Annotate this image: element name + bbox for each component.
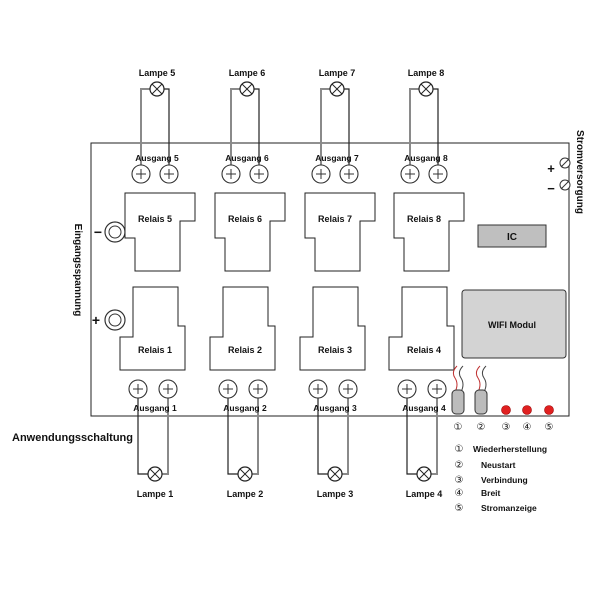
- led-5: [544, 405, 554, 415]
- lamp-label-5: Lampe 5: [139, 68, 176, 78]
- output-label-7: Ausgang 7: [315, 153, 359, 163]
- legend-text-2: Neustart: [481, 460, 516, 470]
- button-1: [451, 389, 465, 415]
- legend-number-5: ⑤: [455, 503, 464, 514]
- wifi-module: [461, 289, 567, 359]
- relay-8: [393, 192, 465, 272]
- wire-bottom-2-gray: [252, 389, 259, 475]
- wire-bottom-3-black: [317, 389, 328, 475]
- controller-board: [90, 142, 570, 417]
- relay-label-3: Relais 3: [318, 345, 352, 355]
- relay-label-1: Relais 1: [138, 345, 172, 355]
- input-minus-terminal-inner: [108, 225, 122, 239]
- wire-top-6-gray: [230, 88, 240, 174]
- lamp-label-2: Lampe 2: [227, 489, 264, 499]
- lamp-icon-2-x2: [239, 468, 251, 480]
- wire-top-8-gray: [409, 88, 419, 174]
- output-label-2: Ausgang 2: [223, 403, 267, 413]
- button-1-wire-red: [452, 365, 458, 393]
- legend-text-4: Breit: [481, 488, 501, 498]
- legend-text-5: Stromanzeige: [481, 503, 537, 513]
- legend-number-3: ③: [455, 475, 464, 486]
- indicator-number-2: ②: [477, 422, 486, 433]
- wire-top-7-black: [344, 88, 350, 174]
- output-label-4: Ausgang 4: [402, 403, 446, 413]
- wire-bottom-4-gray: [431, 389, 438, 475]
- relay-6: [214, 192, 286, 272]
- lamp-icon-8-x2: [420, 83, 432, 95]
- output-label-3: Ausgang 3: [313, 403, 357, 413]
- relay-label-7: Relais 7: [318, 214, 352, 224]
- lamp-icon-1-x2: [149, 468, 161, 480]
- page-title: Anwendungsschaltung: [12, 432, 133, 444]
- lamp-icon-3-x2: [329, 468, 341, 480]
- relay-1: [119, 286, 186, 371]
- generated-components: Lampe 5 Ausgang 5 Relais 5 Lampe 6 Ausgang 6…: [119, 68, 554, 514]
- input-plus-sign: +: [92, 312, 100, 328]
- output-label-5: Ausgang 5: [135, 153, 179, 163]
- power-minus-sign: −: [547, 181, 555, 196]
- ic-chip: [477, 224, 547, 248]
- wire-bottom-3-gray: [342, 389, 349, 475]
- wifi-module-label: WIFI Modul: [488, 320, 536, 330]
- lamp-icon-4-x2: [418, 468, 430, 480]
- wire-top-5-gray: [140, 88, 150, 174]
- relay-label-6: Relais 6: [228, 214, 262, 224]
- input-minus-sign: −: [94, 224, 102, 240]
- wire-top-6-black: [254, 88, 260, 174]
- indicator-number-4: ④: [523, 422, 532, 433]
- relay-7: [304, 192, 376, 272]
- relay-3: [299, 286, 366, 371]
- legend-number-1: ①: [455, 444, 464, 455]
- wire-top-7-gray: [320, 88, 330, 174]
- wire-bottom-1-black: [137, 389, 148, 475]
- lamp-label-7: Lampe 7: [319, 68, 356, 78]
- led-3: [501, 405, 511, 415]
- legend-text-1: Wiederherstellung: [473, 444, 547, 454]
- legend-number-4: ④: [455, 488, 464, 499]
- lamp-label-6: Lampe 6: [229, 68, 266, 78]
- indicator-number-1: ①: [454, 422, 463, 433]
- relay-label-5: Relais 5: [138, 214, 172, 224]
- output-label-1: Ausgang 1: [133, 403, 177, 413]
- indicator-number-5: ⑤: [545, 422, 554, 433]
- lamp-icon-6-x2: [241, 83, 253, 95]
- lamp-icon-7-x2: [331, 83, 343, 95]
- button-2-wire-black: [481, 365, 487, 393]
- output-label-8: Ausgang 8: [404, 153, 448, 163]
- wire-top-5-black: [164, 88, 170, 174]
- relay-2: [209, 286, 276, 371]
- input-voltage-label: Eingangsspannung: [72, 224, 83, 317]
- relay-5: [124, 192, 196, 272]
- button-1-wire-black: [458, 365, 464, 393]
- lamp-label-1: Lampe 1: [137, 489, 174, 499]
- input-plus-terminal-inner: [108, 313, 122, 327]
- lamp-label-8: Lampe 8: [408, 68, 445, 78]
- led-4: [522, 405, 532, 415]
- power-supply-label: Stromversorgung: [574, 130, 585, 214]
- relay-label-4: Relais 4: [407, 345, 441, 355]
- power-plus-sign: +: [547, 161, 555, 176]
- ic-label: IC: [507, 232, 517, 243]
- output-label-6: Ausgang 6: [225, 153, 269, 163]
- lamp-label-4: Lampe 4: [406, 489, 443, 499]
- wire-bottom-4-black: [406, 389, 417, 475]
- indicator-number-3: ③: [502, 422, 511, 433]
- wire-bottom-1-gray: [162, 389, 169, 475]
- button-2: [474, 389, 488, 415]
- relay-label-8: Relais 8: [407, 214, 441, 224]
- lamp-icon-5-x2: [151, 83, 163, 95]
- wire-bottom-2-black: [227, 389, 238, 475]
- lamp-label-3: Lampe 3: [317, 489, 354, 499]
- button-2-wire-red: [475, 365, 481, 393]
- legend-text-3: Verbindung: [481, 475, 528, 485]
- relay-label-2: Relais 2: [228, 345, 262, 355]
- wire-top-8-black: [433, 88, 439, 174]
- legend-number-2: ②: [455, 460, 464, 471]
